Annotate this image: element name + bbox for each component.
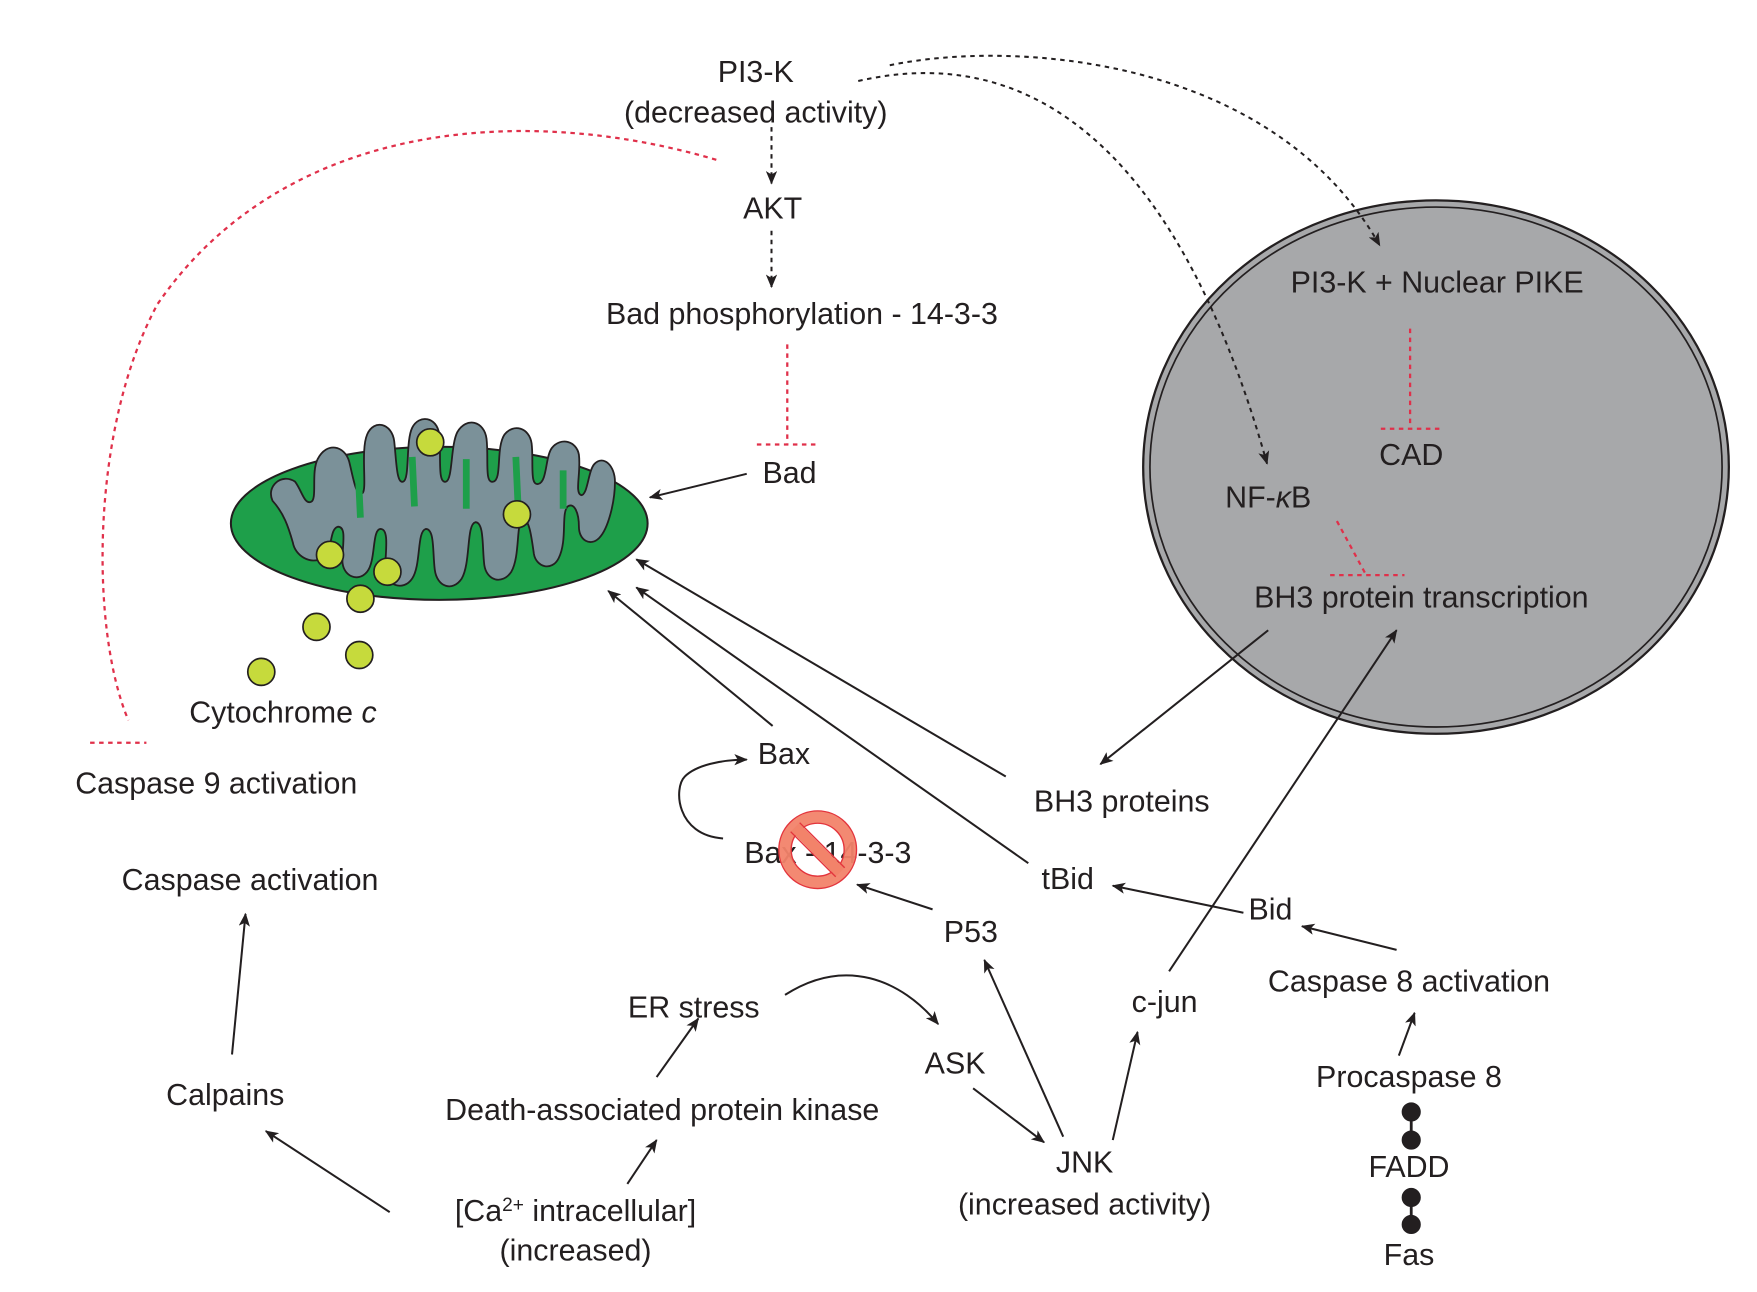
label-procaspase8: Procaspase 8 xyxy=(1316,1060,1502,1094)
edge-erstress-ask xyxy=(784,974,939,1026)
label-pi3k-sub: (decreased activity) xyxy=(624,96,887,130)
cytochrome-c-particle xyxy=(346,584,375,614)
death-domain-linkers xyxy=(1401,1102,1421,1235)
label-pi3k: PI3-K xyxy=(718,55,794,89)
label-jnk-sub: (increased activity) xyxy=(958,1187,1211,1221)
edge-nfkb-bh3transcription-inhibition xyxy=(1330,520,1405,577)
label-fadd: FADD xyxy=(1368,1150,1449,1184)
label-cjun: c-jun xyxy=(1132,985,1198,1019)
edge-bid-tbid xyxy=(1111,882,1244,914)
label-cytochrome-c: Cytochrome c xyxy=(189,696,376,730)
label-bid: Bid xyxy=(1248,892,1292,926)
label-p53: P53 xyxy=(944,915,998,949)
label-bh3-transcription: BH3 protein transcription xyxy=(1254,581,1588,615)
edge-ask-jnk xyxy=(972,1087,1045,1144)
label-calcium: [Ca2+ intracellular] xyxy=(455,1194,696,1228)
edge-dapk-erstress xyxy=(655,1017,700,1078)
edge-ca-dapk xyxy=(626,1139,658,1185)
edge-calpains-caspase xyxy=(231,912,250,1055)
edge-procaspase8-caspase8 xyxy=(1397,1011,1416,1057)
label-bh3-proteins: BH3 proteins xyxy=(1034,784,1210,818)
label-bad: Bad xyxy=(762,456,816,490)
edge-bad-mito xyxy=(648,472,747,500)
cytochrome-c-particle xyxy=(302,612,331,642)
cytochrome-c-particle xyxy=(415,427,445,457)
label-fas: Fas xyxy=(1384,1238,1435,1272)
edge-p53-bax1433 xyxy=(856,883,933,911)
edge-pi3k-nfkb xyxy=(857,72,1270,465)
label-cad: CAD xyxy=(1379,438,1443,472)
edge-bh3transcription-bh3proteins xyxy=(1099,629,1269,765)
label-calcium-sub: (increased) xyxy=(500,1233,652,1267)
label-ask: ASK xyxy=(925,1047,986,1081)
cytochrome-c-particle xyxy=(344,640,374,670)
edge-pi3k-nuclearpike xyxy=(889,54,1381,247)
edge-ca-calpains xyxy=(264,1130,391,1213)
edge-nuclearpike-cad-inhibition xyxy=(1380,328,1440,430)
label-nuclear-pike: PI3-K + Nuclear PIKE xyxy=(1291,266,1584,300)
label-bax: Bax xyxy=(758,737,810,771)
label-nfkb: NF-κB xyxy=(1225,481,1311,515)
edge-jnk-cjun xyxy=(1111,1030,1141,1141)
edge-badphos-bad-inhibition xyxy=(756,344,816,446)
label-caspase8: Caspase 8 activation xyxy=(1268,965,1550,999)
nucleus xyxy=(1142,199,1730,735)
label-calpains: Calpains xyxy=(166,1078,284,1112)
edge-tbid-mito xyxy=(635,586,1029,865)
label-er-stress: ER stress xyxy=(628,990,760,1024)
label-dapk: Death-associated protein kinase xyxy=(445,1093,879,1127)
prohibited-icon xyxy=(778,810,858,890)
cytochrome-c-particle xyxy=(373,557,402,587)
edge-pi3k-caspase9-inhibition xyxy=(90,129,717,744)
cytochrome-c-particle xyxy=(502,499,532,529)
edge-bax1433-bax xyxy=(678,754,748,840)
edge-jnk-p53 xyxy=(983,958,1065,1138)
label-caspase9: Caspase 9 activation xyxy=(75,766,357,800)
label-akt: AKT xyxy=(743,191,802,225)
edge-bax-mito xyxy=(607,590,774,727)
edge-cjun-bh3transcription xyxy=(1168,629,1398,972)
edge-caspase8-bid xyxy=(1300,923,1397,951)
label-bad-phosphorylation: Bad phosphorylation - 14-3-3 xyxy=(606,297,998,331)
label-tbid: tBid xyxy=(1042,862,1094,896)
label-caspase-activation: Caspase activation xyxy=(122,863,379,897)
edge-bh3proteins-mito xyxy=(635,558,1007,778)
mitochondrion xyxy=(229,418,649,687)
label-jnk: JNK xyxy=(1056,1146,1113,1180)
cytochrome-c-particle xyxy=(315,540,345,570)
cytochrome-c-particle xyxy=(246,657,276,687)
